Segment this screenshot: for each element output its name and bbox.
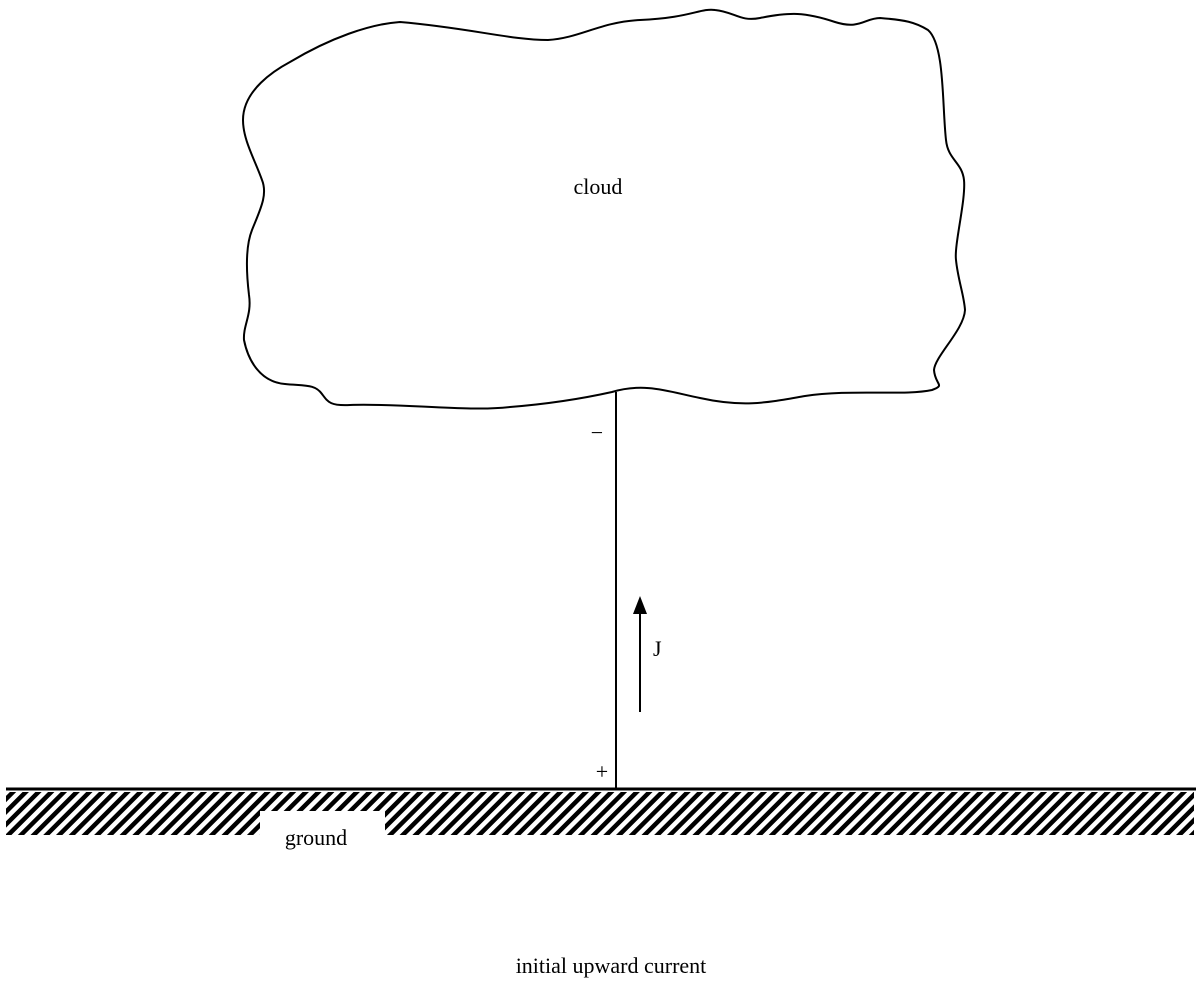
cloud-label: cloud	[574, 174, 623, 199]
positive-charge-label: +	[596, 759, 608, 784]
ground-label: ground	[285, 825, 347, 850]
current-arrow-head	[633, 596, 647, 614]
cloud-shape	[241, 8, 967, 410]
ground-hatching	[6, 792, 1194, 835]
ground-label-box	[260, 811, 385, 841]
current-label: J	[653, 636, 662, 661]
diagram-caption: initial upward current	[516, 953, 707, 978]
negative-charge-label: −	[591, 420, 603, 445]
